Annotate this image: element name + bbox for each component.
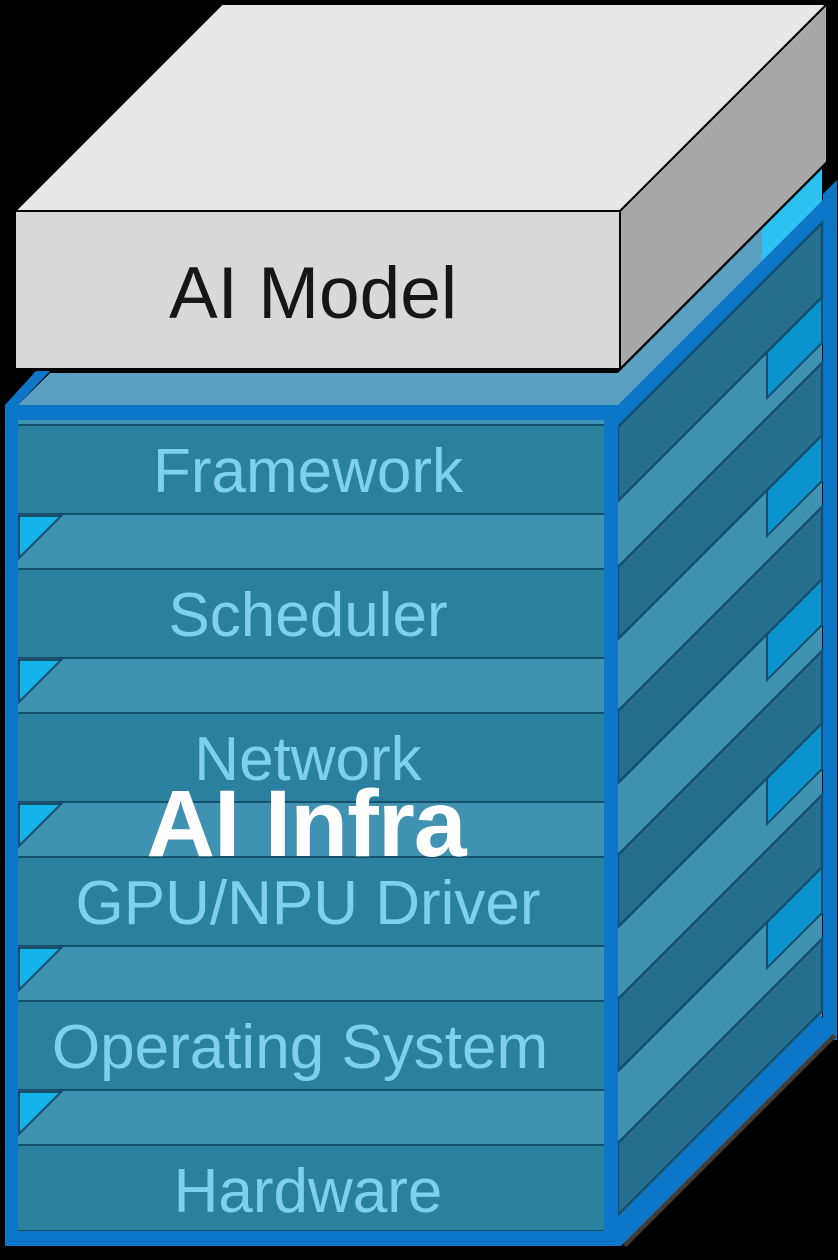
cyan-triangle [18,659,64,705]
bottom-edge-shadow [621,1032,837,1248]
layer-band-gpu-npu-driver [16,856,606,947]
rim-top-steel-front [18,373,618,405]
container-inner-background [18,420,604,1231]
cyan-triangle [18,515,64,561]
bottom-frame-diagonal [604,1015,836,1246]
right-side-3d [604,169,837,1248]
container-frame [5,371,619,1246]
layer-label-operating-system: Operating System [52,1013,548,1082]
frame-right-bar [604,405,618,1246]
rim-top-steel-diagonal [618,229,762,405]
frame-left-bar [5,405,18,1246]
cyan-triangle [18,803,64,849]
back-frame-bar [823,180,837,1040]
layer-label-framework: Framework [153,437,464,506]
layer-label-gpu-npu-driver: GPU/NPU Driver [75,869,540,938]
overlay-label-ai-infra: AI Infra [146,771,467,877]
container-front [5,371,619,1246]
layer-labels: Framework Scheduler Network GPU/NPU Driv… [52,437,548,1226]
cyan-triangle [18,947,64,993]
model-front-face [14,210,621,370]
layer-label-scheduler: Scheduler [168,581,447,650]
layer-band-scheduler [16,568,606,659]
layer-label-network: Network [194,725,422,794]
frame-top-bevel [5,371,50,405]
slab-side-faces [616,219,824,1219]
rim-top-cyan-diagonal [762,169,822,261]
ai-model-slab [14,3,828,370]
layer-band-framework [16,424,606,515]
frame-bottom-bar [5,1231,619,1246]
layer-band-operating-system [16,1000,606,1091]
layer-label-hardware: Hardware [174,1157,443,1226]
layer-bands [16,424,606,1232]
ai-model-label: AI Model [169,253,457,334]
spacer-cyan-triangles [18,515,64,1137]
rim-frame-diagonal [618,193,830,427]
frame-top-bar [16,405,618,420]
cyan-triangle [18,1091,64,1137]
